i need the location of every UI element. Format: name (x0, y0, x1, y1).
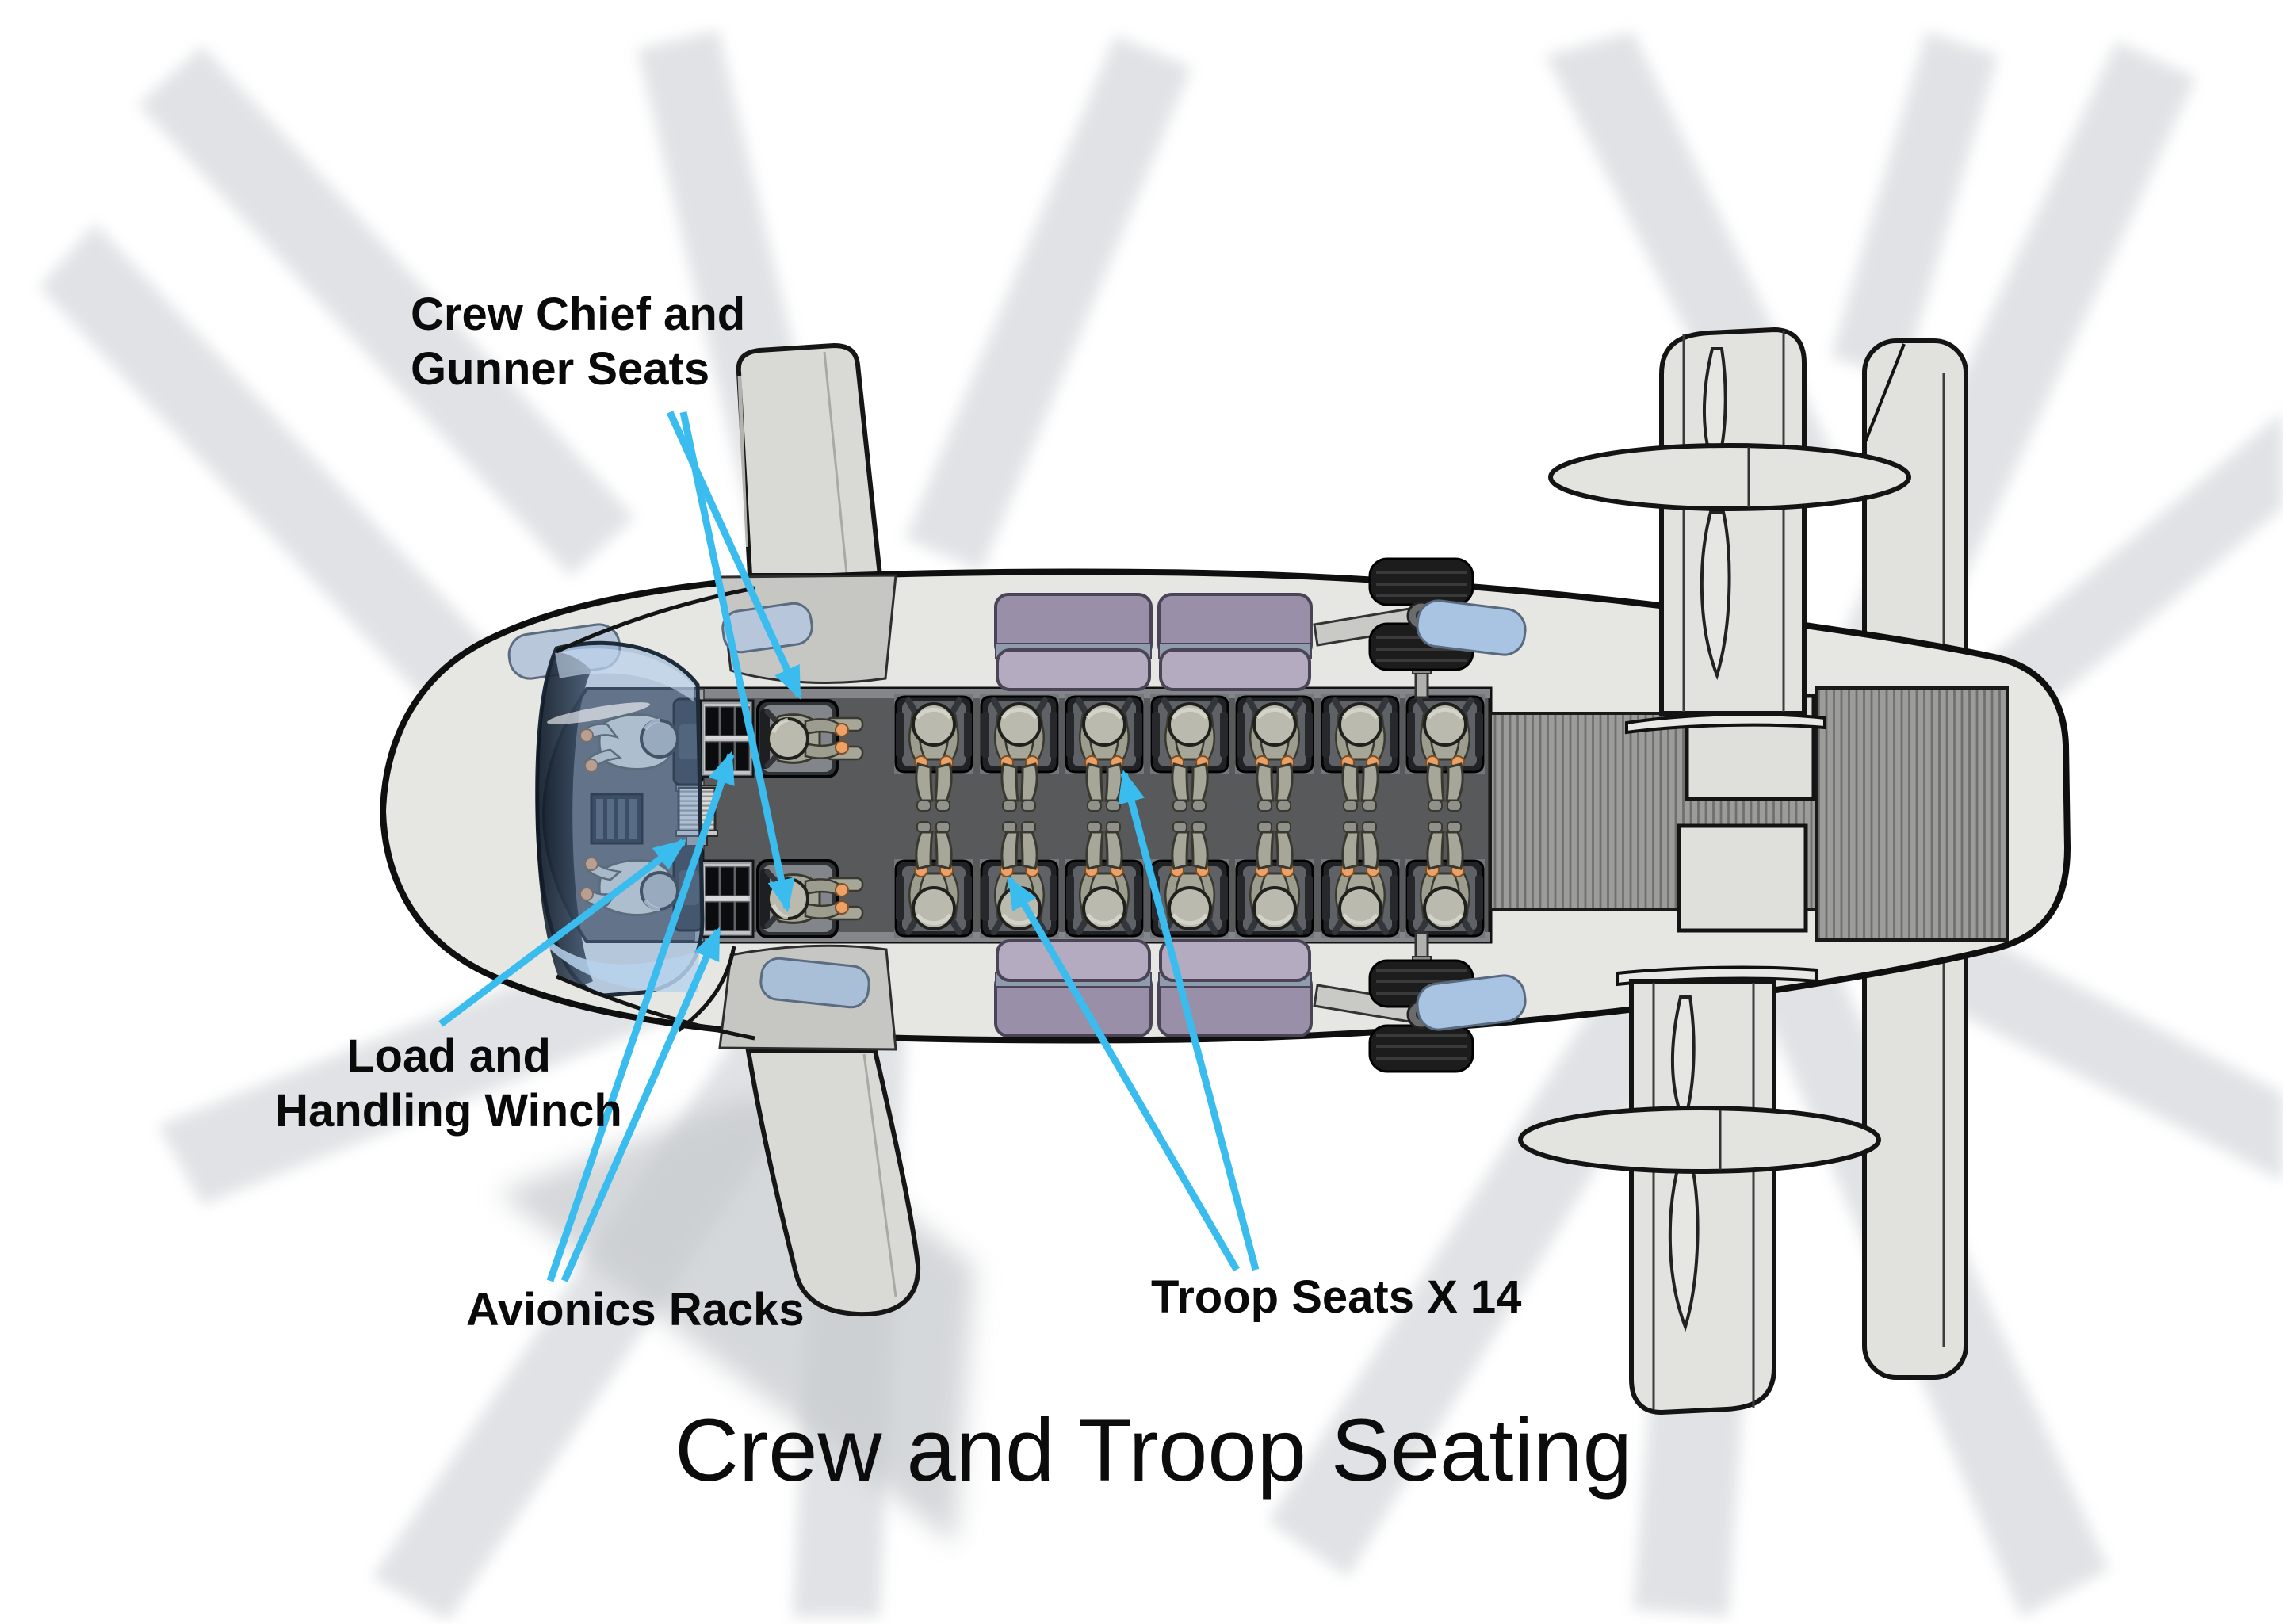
instrument-console (590, 793, 644, 845)
label-line: Gunner Seats (411, 343, 710, 395)
arrow-crew-seat-bottom (679, 411, 795, 913)
avionics-rack-bottom (699, 859, 755, 938)
cockpit-canopy (535, 586, 755, 1041)
canopy-frame (535, 652, 593, 985)
tail-nacelle-top (1548, 327, 1911, 801)
arrow-winch (438, 839, 687, 1027)
arrow-troop-seat-top-row (1118, 769, 1260, 1271)
arrow-avionics-top (546, 751, 735, 1282)
label-load-handling-winch: Load and Handling Winch (268, 1029, 629, 1138)
arrow-troop-seat-bottom-row (1007, 876, 1240, 1272)
rotor-blade-bottom (745, 1049, 921, 1317)
label-line: Crew Chief and (411, 288, 746, 340)
callout-arrows (438, 411, 1260, 1282)
label-avionics-racks: Avionics Racks (466, 1282, 805, 1337)
label-line: Avionics Racks (466, 1284, 805, 1336)
canopy-chin-glass (549, 940, 699, 993)
label-line: Load and (346, 1030, 551, 1082)
label-crew-chief-gunner-seats: Crew Chief and Gunner Seats (411, 287, 745, 396)
rotor-blade-top (736, 342, 883, 578)
blade-fairing-top (718, 574, 897, 684)
tail-nacelle-bottom (1518, 823, 1881, 1416)
label-line: Troop Seats X 14 (1151, 1271, 1522, 1323)
canopy-top-glass (555, 648, 694, 702)
canopy-glare (546, 702, 651, 724)
label-line: Handling Winch (275, 1085, 622, 1137)
arrow-avionics-bottom (560, 927, 722, 1282)
blade-fairing-bottom (718, 944, 897, 1051)
label-troop-seats: Troop Seats X 14 (1151, 1270, 1521, 1324)
diagram-title: Crew and Troop Seating (675, 1400, 1632, 1500)
